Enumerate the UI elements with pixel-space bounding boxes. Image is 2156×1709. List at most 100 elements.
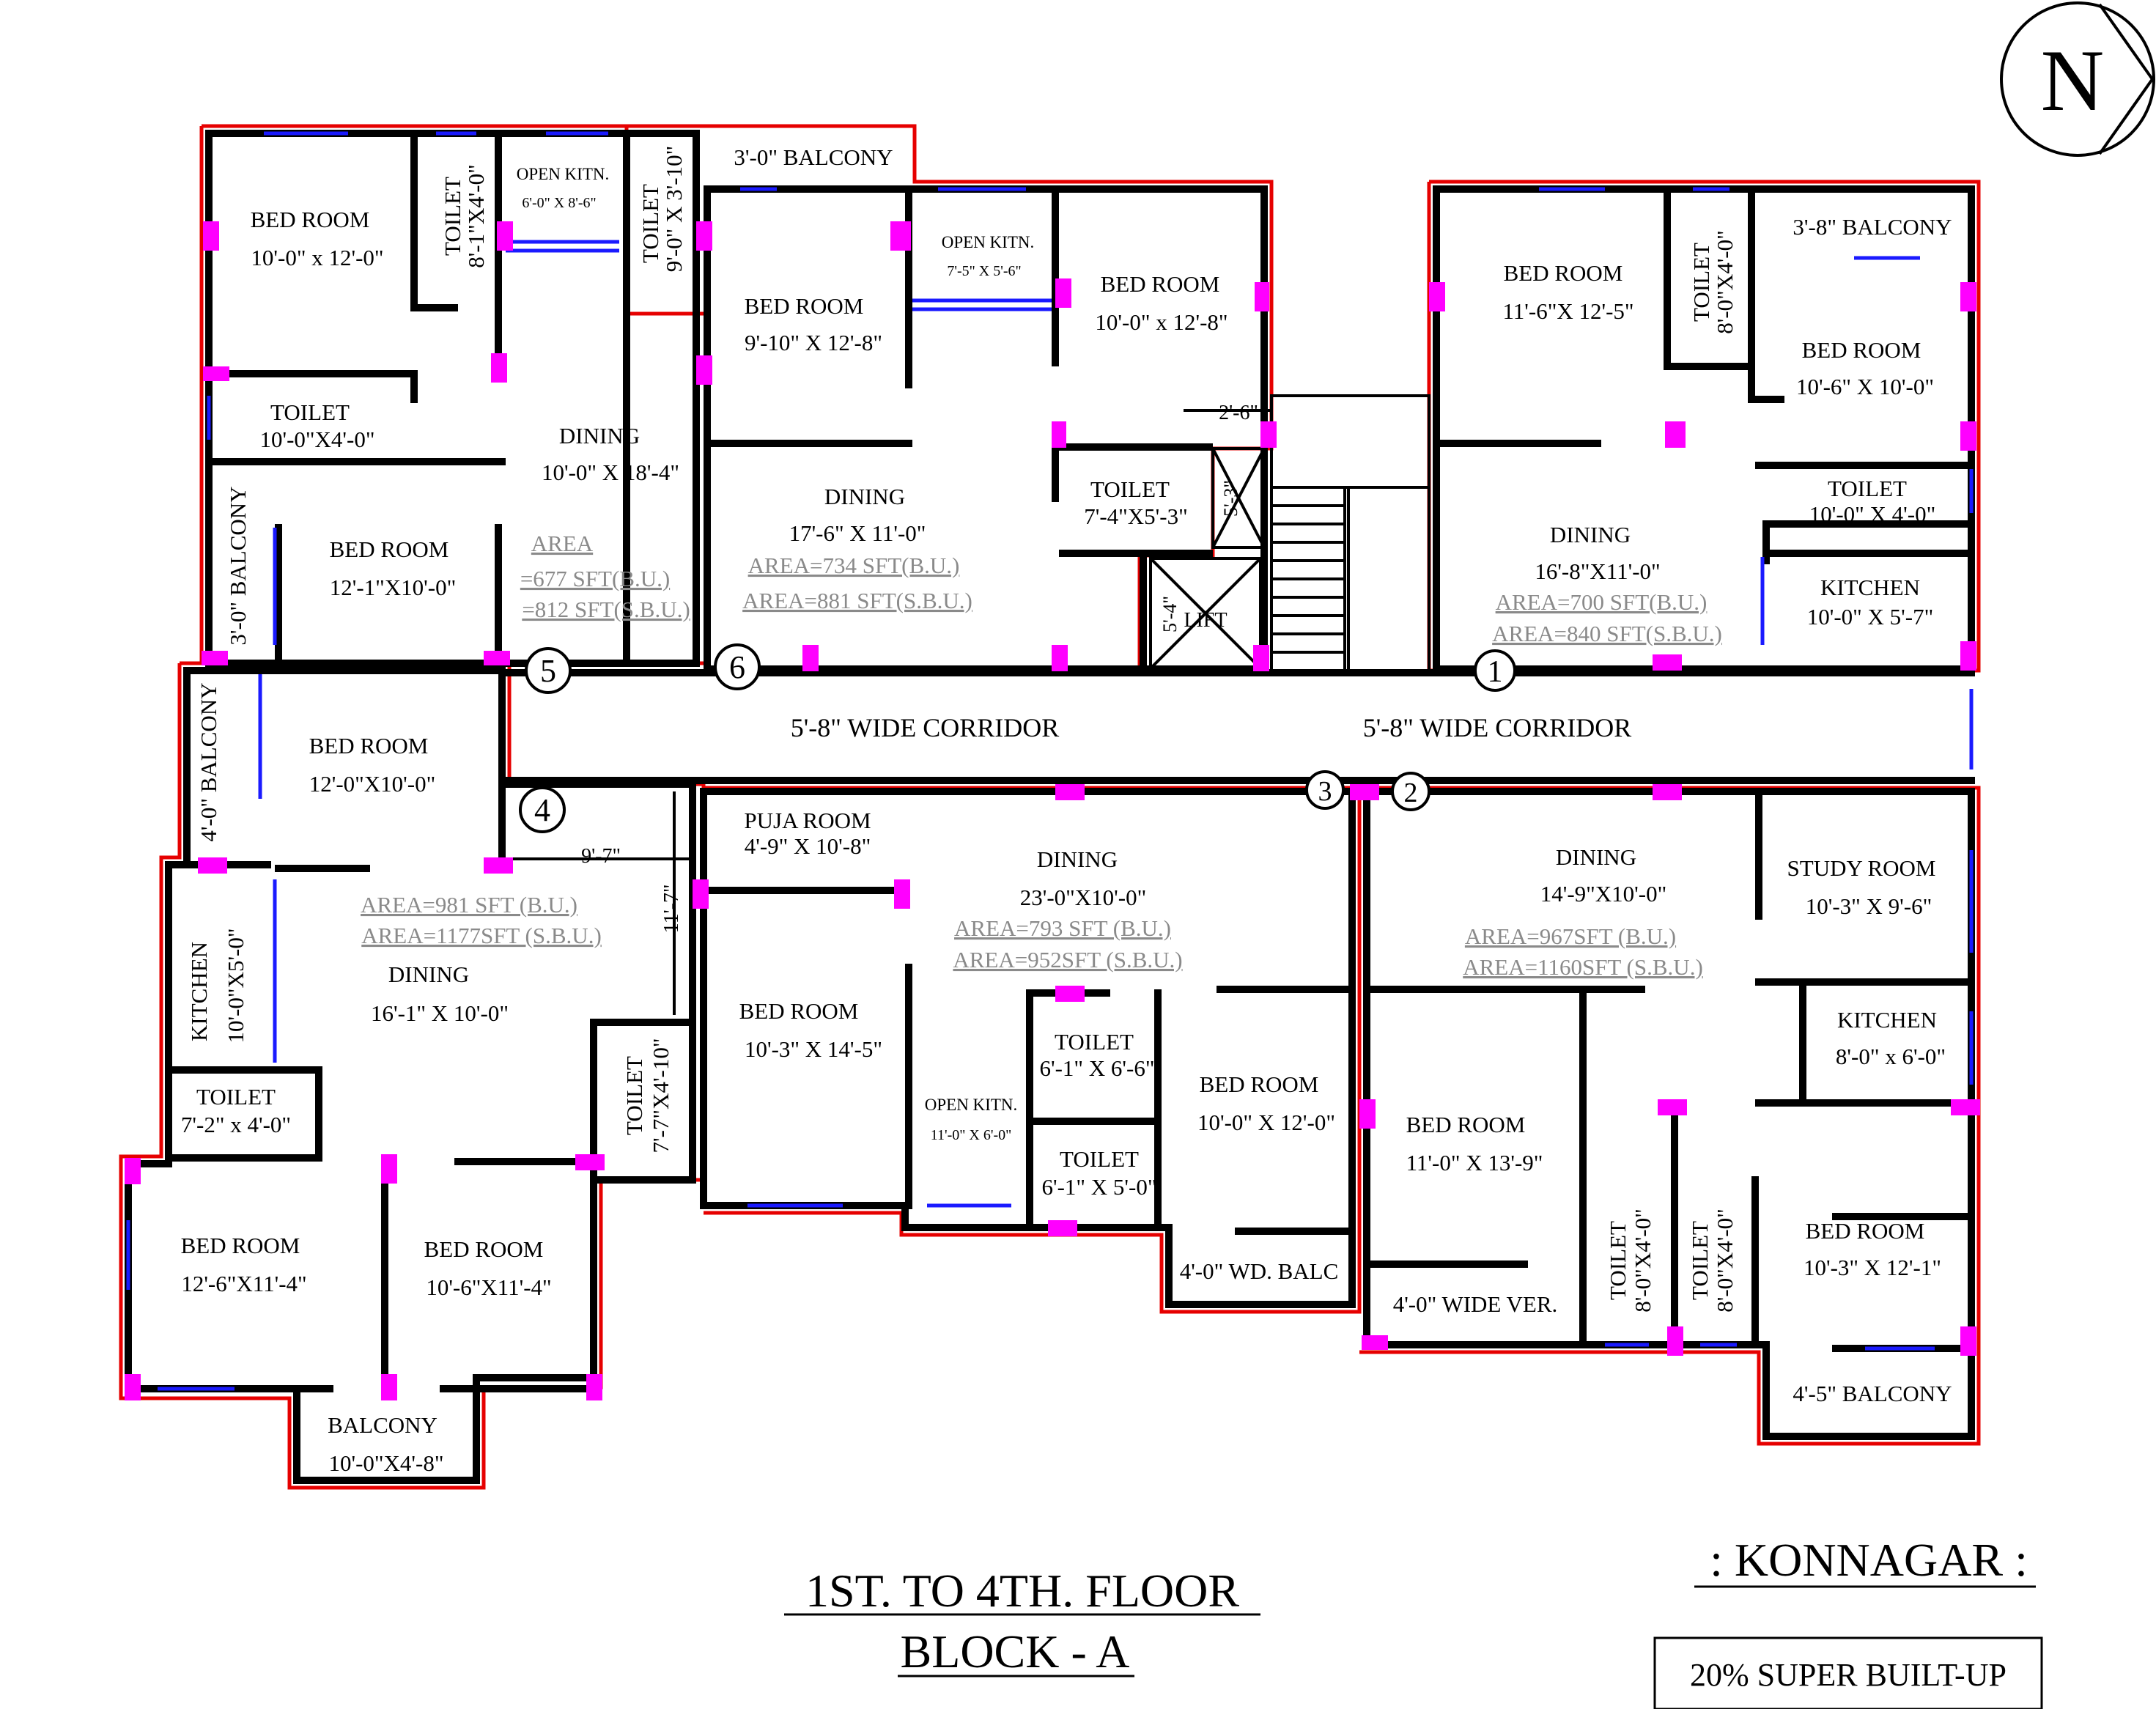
unit-number-3: 3 <box>1318 776 1332 807</box>
flat3-kitchen-dim: 11'-0" X 6'-0" <box>931 1127 1012 1143</box>
flat3-kitchen-label: OPEN KITN. <box>925 1096 1018 1114</box>
flat4-balcony2-label: BALCONY <box>328 1412 438 1438</box>
flat1-balcony-label: 3'-8" BALCONY <box>1793 214 1952 240</box>
flat6-toilet-label: TOILET <box>638 184 663 263</box>
flat5-toilet2-label: TOILET <box>270 399 350 425</box>
flat2-bed1-dim: 11'-0" X 13'-9" <box>1406 1150 1543 1175</box>
flat5-dining-dim: 10'-0" X 18'-4" <box>542 459 679 485</box>
flat6-dining-dim: 17'-6" X 11'-0" <box>789 520 926 546</box>
flat4-bed2-label: BED ROOM <box>181 1233 300 1258</box>
flat6-toilet2-label: TOILET <box>1090 476 1170 502</box>
flat3-balcony-label: 4'-0" WD. BALC <box>1180 1258 1339 1284</box>
flat1-toilet2-dim: 10'-0" X 4'-0" <box>1809 501 1936 527</box>
flat5-bed1-label: BED ROOM <box>251 207 370 232</box>
flat1-dining-dim: 16'-8"X11'-0" <box>1535 558 1660 584</box>
unit-number-1: 1 <box>1488 655 1503 689</box>
flat1-toilet-dim: 8'-0"X4'-0" <box>1712 230 1738 334</box>
flat2-toilet1-dim: 8'-0"X4'-0" <box>1630 1208 1655 1313</box>
flat3-dining-label: DINING <box>1037 846 1118 872</box>
flat5-kitchen-label: OPEN KITN. <box>517 165 610 183</box>
flat4-kitchen-dim: 10'-0"X5'-0" <box>223 928 248 1043</box>
windows <box>126 131 1974 1391</box>
flat6-dim-note: 2'-6" <box>1219 402 1258 424</box>
flat2-toilet1-label: TOILET <box>1605 1221 1631 1300</box>
flat5-area-heading: AREA <box>531 531 594 556</box>
flat3-area-sbu: AREA=952SFT (S.B.U.) <box>953 947 1182 972</box>
flat6-area-bu: AREA=734 SFT(B.U.) <box>748 553 960 578</box>
flat3-toilet1-label: TOILET <box>1055 1029 1134 1055</box>
flat4-area-bu: AREA=981 SFT (B.U.) <box>361 892 577 918</box>
flat1-dining-label: DINING <box>1550 522 1631 547</box>
flat6-toilet-dim: 9'-0" X 3'-10" <box>661 146 687 273</box>
flat5-kitchen-dim: 6'-0" X 8'-6" <box>522 195 596 211</box>
flat4-balcony2-dim: 10'-0"X4'-8" <box>328 1450 443 1476</box>
flat5-toilet2-dim: 10'-0"X4'-0" <box>259 427 374 452</box>
flat6-bed2-dim: 10'-0" x 12'-8" <box>1095 309 1227 335</box>
compass-letter: N <box>2041 32 2105 129</box>
flat2-study-dim: 10'-3" X 9'-6" <box>1806 893 1932 919</box>
flat2-verandah-label: 4'-0" WIDE VER. <box>1393 1291 1558 1317</box>
flat6-shaft1-dim: 5'-3" <box>1220 480 1241 517</box>
flat5-area-sbu: =812 SFT(S.B.U.) <box>522 597 690 622</box>
flat1-bed1-label: BED ROOM <box>1504 260 1623 286</box>
flat5-balcony-label: 3'-0" BALCONY <box>225 486 251 645</box>
flat2-area-bu: AREA=967SFT (B.U.) <box>1465 923 1676 949</box>
flat4-balcony-label: 4'-0" BALCONY <box>196 682 221 841</box>
flat3-bed1-dim: 10'-3" X 14'-5" <box>745 1036 882 1062</box>
flat1-toilet2-label: TOILET <box>1828 476 1907 501</box>
flat3-bed2-label: BED ROOM <box>1200 1071 1319 1097</box>
flat4-bed3-label: BED ROOM <box>424 1236 544 1262</box>
flat4-dim-vertical: 11'-7" <box>660 885 683 934</box>
flat4-toilet2-dim: 7'-7"X4'-10" <box>648 1038 673 1153</box>
note-box <box>1653 1636 2043 1709</box>
flat3-bed1-label: BED ROOM <box>739 998 859 1024</box>
flat1-area-sbu: AREA=840 SFT(S.B.U.) <box>1492 621 1722 646</box>
flat4-bed1-dim: 12'-0"X10'-0" <box>309 771 436 797</box>
flat3-puja-dim: 4'-9" X 10'-8" <box>745 833 871 859</box>
corridor-left-label: 5'-8" WIDE CORRIDOR <box>791 713 1060 742</box>
flat2-toilet2-label: TOILET <box>1687 1221 1713 1300</box>
flat2-study-label: STUDY ROOM <box>1787 855 1936 881</box>
flat5-bed2-dim: 12'-1"X10'-0" <box>330 575 457 600</box>
drawing-title-floor: 1ST. TO 4TH. FLOOR <box>805 1565 1239 1617</box>
flat2-dining-label: DINING <box>1556 844 1636 870</box>
flat6-kitchen-dim: 7'-5" X 5'-6" <box>947 263 1021 279</box>
flat4-area-sbu: AREA=1177SFT (S.B.U.) <box>361 923 602 948</box>
flat6-bed1-dim: 9'-10" X 12'-8" <box>745 330 882 355</box>
flat1-bed2-dim: 10'-6" X 10'-0" <box>1796 374 1934 399</box>
flat3-toilet1-dim: 6'-1" X 6'-6" <box>1039 1055 1154 1081</box>
flat5-bed1-dim: 10'-0" x 12'-0" <box>251 245 383 270</box>
flat4-dim-horizontal: 9'-7" <box>581 845 621 868</box>
flat2-kitchen-dim: 8'-0" x 6'-0" <box>1836 1044 1946 1069</box>
flat2-area-sbu: AREA=1160SFT (S.B.U.) <box>1463 954 1703 980</box>
location-label: : KONNAGAR : <box>1710 1534 2028 1586</box>
corridor-right-label: 5'-8" WIDE CORRIDOR <box>1363 713 1632 742</box>
flat4-bed2-dim: 12'-6"X11'-4" <box>181 1271 306 1296</box>
flat4-dining-dim: 16'-1" X 10'-0" <box>371 1000 509 1026</box>
flat4-toilet2-label: TOILET <box>621 1056 647 1135</box>
flat3-dining-dim: 23'-0"X10'-0" <box>1020 885 1147 910</box>
flat2-dining-dim: 14'-9"X10'-0" <box>1540 881 1667 907</box>
unit-number-2: 2 <box>1404 778 1418 808</box>
flat2-balcony-label: 4'-5" BALCONY <box>1793 1381 1952 1406</box>
flat1-toilet-label: TOILET <box>1688 243 1714 322</box>
flat1-kitchen-label: KITCHEN <box>1820 575 1920 600</box>
flat6-area-sbu: AREA=881 SFT(S.B.U.) <box>742 588 972 613</box>
door-markers <box>125 221 1980 1400</box>
unit-number-6: 6 <box>729 649 745 685</box>
flat5-area-bu: =677 SFT(B.U.) <box>520 566 670 591</box>
dimension-lines <box>513 409 1271 1015</box>
drawing-title-block: BLOCK - A <box>901 1625 1130 1677</box>
flat1-bed2-label: BED ROOM <box>1802 337 1921 363</box>
flat3-area-bu: AREA=793 SFT (B.U.) <box>954 915 1171 941</box>
flat6-toilet2-dim: 7'-4"X5'-3" <box>1084 503 1188 529</box>
flat4-bed3-dim: 10'-6"X11'-4" <box>426 1274 551 1300</box>
flat5-toilet1-label: TOILET <box>440 177 465 256</box>
flat1-kitchen-dim: 10'-0" X 5'-7" <box>1807 604 1934 630</box>
flat2-bed2-dim: 10'-3" X 12'-1" <box>1804 1255 1941 1280</box>
flat5-bed2-label: BED ROOM <box>330 536 449 562</box>
flat4-toilet1-label: TOILET <box>196 1084 276 1110</box>
flat4-dining-label: DINING <box>388 961 469 987</box>
flat1-bed1-dim: 11'-6"X 12'-5" <box>1502 298 1633 324</box>
